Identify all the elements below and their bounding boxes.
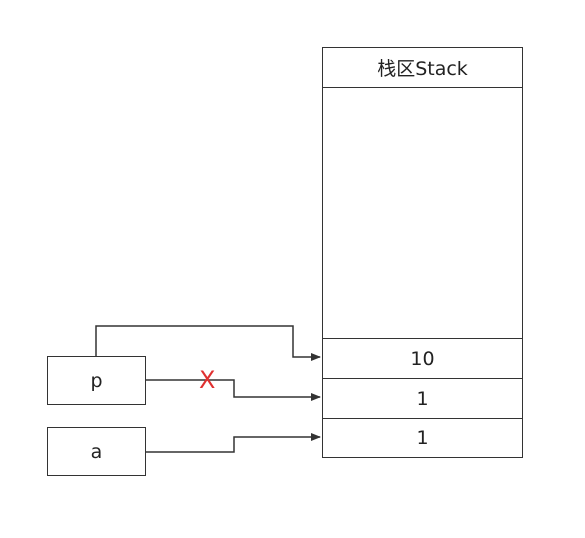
variable-a-box: a	[47, 427, 146, 476]
stack-cell-value: 1	[416, 427, 429, 449]
variable-p-label: p	[90, 369, 103, 392]
stack-title: 栈区Stack	[377, 58, 468, 80]
stack-empty-area	[322, 87, 523, 339]
variable-a-label: a	[90, 440, 103, 463]
variable-p-box: p	[47, 356, 146, 405]
p-to-cell-1-broken-arrow	[146, 379, 321, 401]
stack-cell-value: 10	[410, 347, 435, 370]
broken-link-cross-icon: X	[199, 366, 216, 394]
stack-cell: 1	[322, 418, 523, 458]
stack-title-cell: 栈区Stack	[322, 47, 523, 88]
a-to-cell-1-arrow	[146, 433, 321, 453]
stack-cell: 10	[322, 338, 523, 379]
stack-cell-value: 1	[416, 387, 429, 410]
p-to-cell-10-arrow	[95, 325, 321, 361]
